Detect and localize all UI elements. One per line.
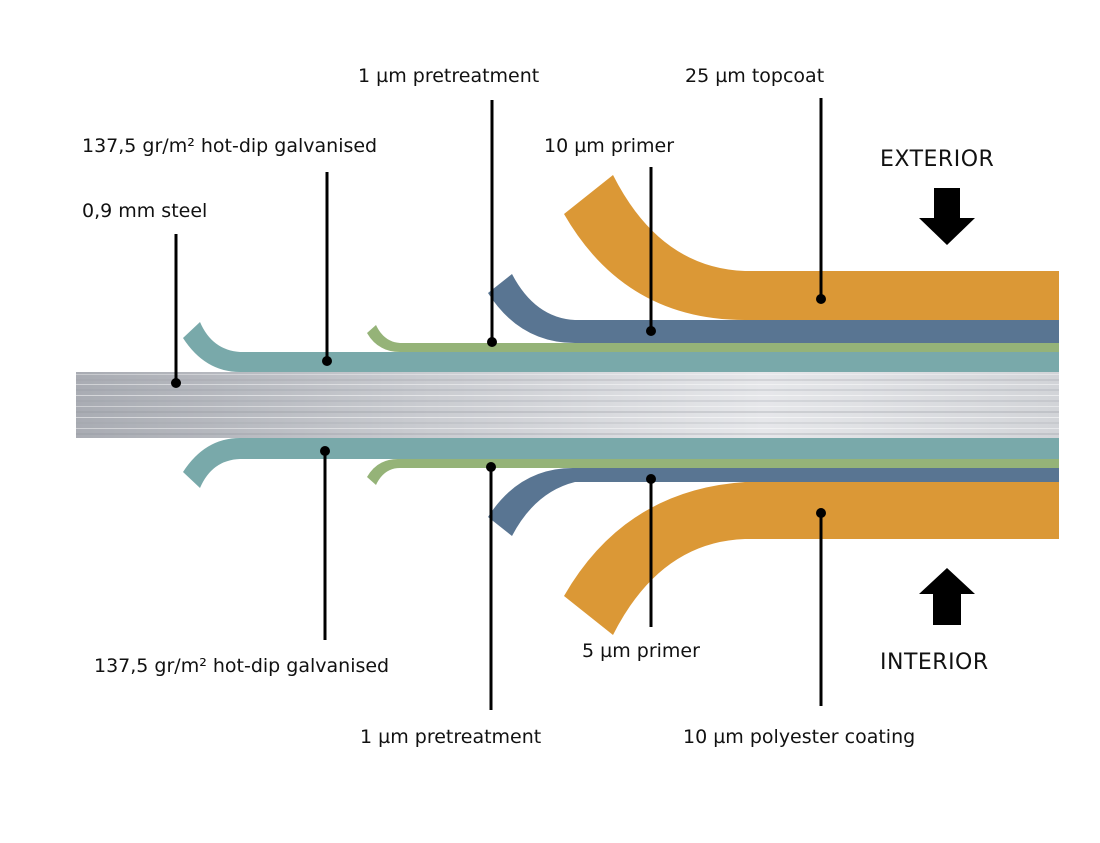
primer-bottom-layer [488, 467, 1059, 536]
arrow-up-icon [919, 568, 975, 625]
callout-dot-polyester [816, 508, 826, 518]
label-steel: 0,9 mm steel [82, 200, 207, 222]
polyester-coating-layer [564, 482, 1059, 635]
label-pretreatment-bottom: 1 µm pretreatment [360, 726, 541, 748]
label-primer-bottom: 5 µm primer [582, 640, 700, 662]
callout-dot-galvanised-top [322, 356, 332, 366]
topcoat-layer [564, 175, 1059, 320]
callouts-interior [323, 451, 823, 710]
arrow-down-icon [919, 188, 975, 245]
callout-dot-galvanised-bottom [320, 446, 330, 456]
callout-dot-pretreatment-top [487, 337, 497, 347]
galvanised-bottom-layer [183, 438, 1059, 488]
callout-dot-primer-bottom [646, 474, 656, 484]
pretreatment-bottom-layer [367, 458, 1059, 485]
callout-dot-primer-top [646, 326, 656, 336]
label-primer-top: 10 µm primer [544, 135, 674, 157]
galvanised-top-layer [183, 322, 1059, 372]
label-interior: INTERIOR [880, 650, 989, 675]
label-pretreatment-top: 1 µm pretreatment [358, 65, 539, 87]
callout-dot-pretreatment-bottom [486, 462, 496, 472]
callout-dot-topcoat [816, 294, 826, 304]
label-galvanised-top: 137,5 gr/m² hot-dip galvanised [82, 135, 377, 157]
steel-core-texture [76, 372, 1059, 438]
label-galvanised-bottom: 137,5 gr/m² hot-dip galvanised [94, 655, 389, 677]
label-exterior: EXTERIOR [880, 147, 994, 172]
label-topcoat: 25 µm topcoat [685, 65, 824, 87]
primer-top-layer [488, 274, 1059, 343]
callout-dot-steel [171, 378, 181, 388]
pretreatment-top-layer [367, 325, 1059, 352]
label-polyester: 10 µm polyester coating [683, 726, 915, 748]
callouts-exterior [174, 98, 823, 383]
